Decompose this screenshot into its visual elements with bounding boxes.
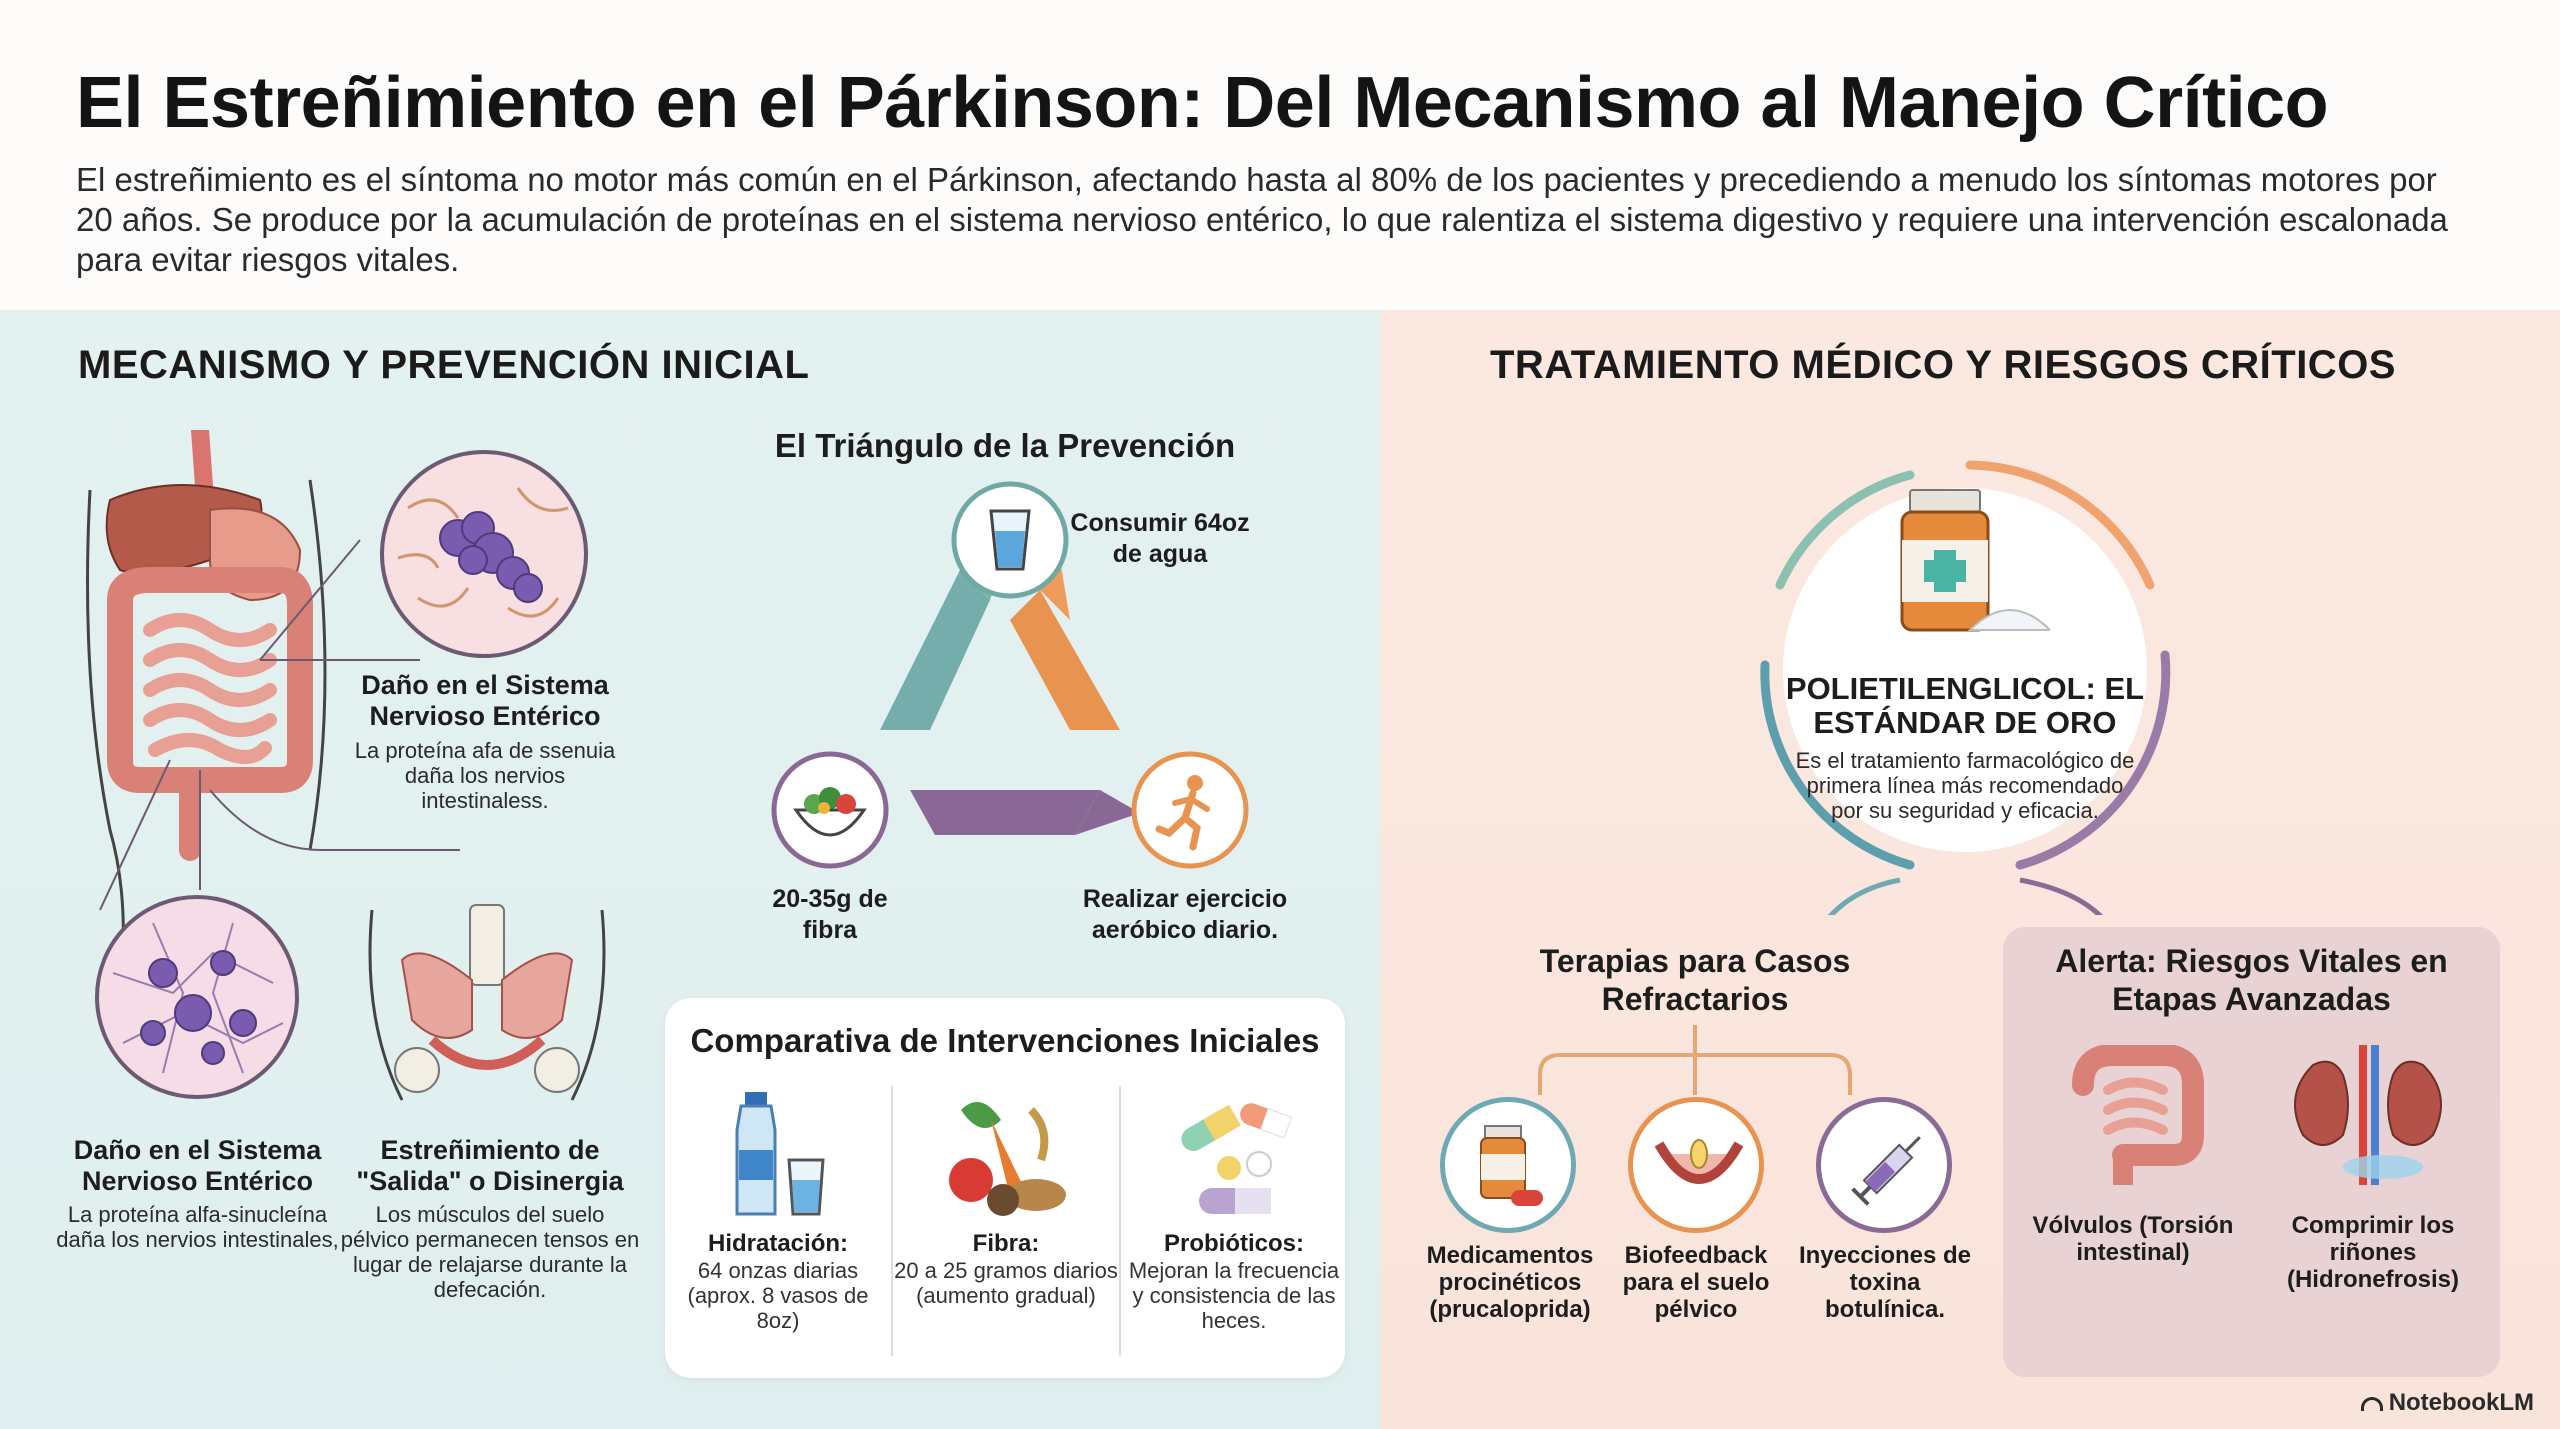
mechanism-2-title: Daño en el Sistema Nervioso Entérico	[73, 1135, 322, 1196]
prokinetic-label: Medicamentos procinéticos (prucaloprida)	[1426, 1242, 1594, 1323]
digestive-anatomy-illustration	[86, 430, 460, 991]
comparison-divider	[1119, 1086, 1121, 1356]
comparison-title: Comparativa de Intervenciones Iniciales	[690, 1022, 1320, 1059]
nerve-damage-magnified-icon	[95, 895, 299, 1099]
kidneys-icon	[2294, 1045, 2442, 1185]
comparison-card: Comparativa de Intervenciones Iniciales …	[665, 998, 1345, 1378]
vegetables-icon	[949, 1102, 1066, 1216]
triangle-title: El Triángulo de la Prevención	[774, 427, 1236, 464]
water-glass-icon	[989, 509, 1031, 571]
mechanism-1-title: Daño en el Sistema Nervioso Entérico	[361, 670, 609, 731]
fiber-title: Fibra:	[972, 1230, 1040, 1257]
intro-paragraph: El estreñimiento es el síntoma no motor …	[76, 161, 2448, 278]
notebooklm-watermark: NotebookLM	[2360, 1389, 2534, 1417]
left-section-title: MECANISMO Y PREVENCIÓN INICIAL	[78, 343, 810, 387]
pelvic-floor-icon	[1654, 1139, 1744, 1184]
peg-ring-diagram	[1760, 460, 2171, 915]
comparison-hydration: Hidratación: 64 onzas diarias (aprox. 8 …	[665, 1090, 891, 1360]
header: El Estreñimiento en el Párkinson: Del Me…	[0, 0, 2560, 310]
alert-title: Alerta: Riesgos Vitales en Etapas Avanza…	[2055, 943, 2448, 1017]
salad-bowl-icon	[793, 787, 867, 837]
running-person-icon	[1155, 775, 1210, 851]
peg-text: Es el tratamiento farmacológico de prime…	[1795, 748, 2135, 823]
hydration-title: Hidratación:	[707, 1230, 848, 1257]
triangle-fiber-label: 20-35g de fibra	[772, 885, 888, 944]
refractory-title: Terapias para Casos Refractarios	[1539, 943, 1851, 1017]
triangle-exercise-label: Realizar ejercicio aeróbico diario.	[1082, 885, 1288, 944]
medicine-bottle-icon	[1900, 489, 2050, 632]
capsules-icon	[1181, 1103, 1293, 1214]
volvulus-label: Vólvulos (Torsión intestinal)	[2032, 1212, 2234, 1266]
pelvic-floor-illustration	[368, 904, 606, 1101]
right-section-title: TRATAMIENTO MÉDICO Y RIESGOS CRÍTICOS	[1490, 343, 2396, 387]
mechanism-2-text: La proteína alfa-sinucleína daña los ner…	[56, 1202, 339, 1252]
biofeedback-label: Biofeedback para el suelo pélvico	[1622, 1242, 1770, 1323]
probiotics-text: Mejoran la frecuencia y consistencia de …	[1128, 1258, 1340, 1333]
water-bottle-icon	[735, 1092, 825, 1216]
comparison-divider	[891, 1086, 893, 1356]
comparison-fiber: Fibra: 20 a 25 gramos diarios (aumento g…	[893, 1090, 1119, 1360]
alert-box: Alerta: Riesgos Vitales en Etapas Avanza…	[2003, 927, 2500, 1377]
botox-icon-circle	[1816, 1097, 1952, 1233]
probiotics-title: Probióticos:	[1163, 1230, 1304, 1257]
mechanism-1-text: La proteína afa de ssenuia daña los nerv…	[354, 738, 616, 813]
fiber-text: 20 a 25 gramos diarios (aumento gradual)	[894, 1258, 1118, 1308]
triangle-water-label: Consumir 64oz de agua	[1070, 509, 1250, 568]
syringe-icon	[1851, 1136, 1921, 1206]
protein-aggregate-magnified-icon	[380, 450, 588, 658]
hydronephrosis-label: Comprimir los riñones (Hidronefrosis)	[2286, 1212, 2459, 1293]
mechanism-3-text: Los músculos del suelo pélvico permanece…	[340, 1202, 640, 1302]
watermark-text: NotebookLM	[2388, 1389, 2534, 1416]
peg-title: POLIETILENGLICOL: EL ESTÁNDAR DE ORO	[1785, 671, 2145, 740]
comparison-probiotics: Probióticos: Mejoran la frecuencia y con…	[1121, 1090, 1347, 1360]
biofeedback-icon-circle	[1628, 1097, 1764, 1233]
botox-label: Inyecciones de toxina botulínica.	[1798, 1242, 1972, 1323]
prokinetic-icon-circle	[1440, 1097, 1576, 1233]
intestine-icon	[2072, 1045, 2204, 1185]
mechanism-3-title: Estreñimiento de "Salida" o Disinergia	[356, 1135, 624, 1196]
page-title: El Estreñimiento en el Párkinson: Del Me…	[76, 63, 2329, 143]
notebooklm-logo-icon	[2360, 1396, 2383, 1411]
pill-bottle-icon	[1480, 1125, 1543, 1206]
refractory-connector	[1538, 1025, 1852, 1095]
hydration-text: 64 onzas diarias (aprox. 8 vasos de 8oz)	[687, 1258, 869, 1333]
